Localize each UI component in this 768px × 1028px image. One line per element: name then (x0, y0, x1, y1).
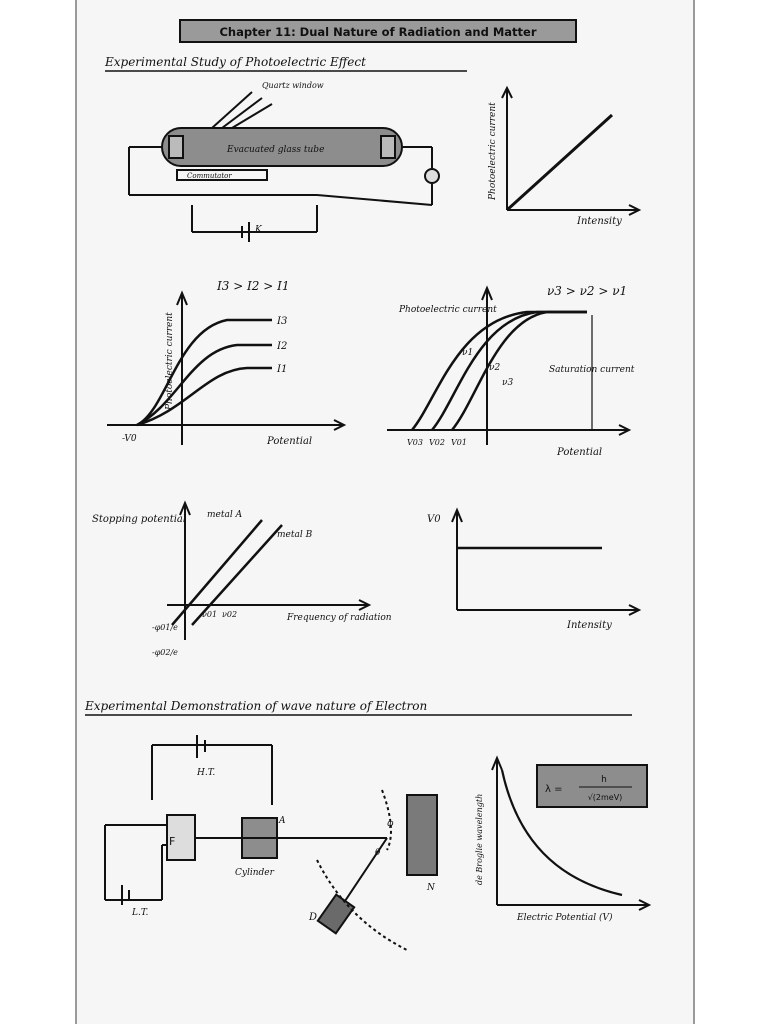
detector-label: D (308, 912, 317, 923)
graph3-tick-v03: V03 (407, 438, 423, 447)
graph-stopping-potential-vs-frequency (167, 500, 372, 640)
graph3-curve-nu1: ν1 (462, 348, 473, 358)
graph3-tick-v01: V01 (451, 438, 467, 447)
graph3-xlabel: Potential (556, 447, 602, 458)
graph2-curve-i2: I2 (276, 341, 287, 352)
battery-k-label: K (254, 225, 263, 235)
chapter-title: Chapter 11: Dual Nature of Radiation and… (219, 25, 536, 39)
battery-ht-label: H.T. (196, 768, 215, 778)
graph5-ylabel: V0 (427, 514, 441, 525)
cylinder-label: Cylinder (235, 868, 275, 878)
graph4-line-metal-b: metal B (277, 530, 313, 540)
graph-current-vs-intensity (501, 85, 642, 216)
graph1-ylabel: Photoelectric current (488, 102, 498, 201)
graph-current-vs-potential-frequency (387, 285, 632, 445)
photoelectric-apparatus (128, 91, 440, 242)
filament-label: F (169, 835, 175, 848)
chapter-title-box: Chapter 11: Dual Nature of Radiation and… (179, 19, 577, 43)
graph4-tick-nu01: ν01 (202, 610, 217, 619)
theta-label: θ (375, 848, 381, 858)
graph2-tick-v0: -V0 (122, 434, 137, 444)
graph1-xlabel: Intensity (576, 216, 622, 227)
graph2-ylabel: Photoelectric current (165, 312, 175, 411)
graph4-tick-nu02: ν02 (222, 610, 237, 619)
formula-lhs: λ = (545, 784, 562, 795)
graph-current-vs-potential-intensity (107, 290, 347, 445)
crystal-label: N (426, 883, 436, 893)
graph3-tick-v02: V02 (429, 438, 445, 447)
graph4-tick-phi01: -φ01/e (152, 623, 178, 632)
graph3-condition: ν3 > ν2 > ν1 (547, 284, 627, 298)
graph2-curve-i1: I1 (276, 364, 287, 375)
phi-label: φ (387, 819, 394, 829)
graph-wavelength-vs-potential (491, 755, 652, 911)
formula-box: λ = h √(2meV) (536, 764, 648, 808)
window-label: Quartz window (262, 81, 324, 90)
graph3-curve-nu3: ν3 (502, 378, 513, 388)
graph6-xlabel: Electric Potential (V) (516, 912, 613, 923)
notes-drawing: Chapter 11: Dual Nature of Radiation and… (84, 19, 652, 951)
graph2-curve-i3: I3 (276, 316, 287, 327)
graph4-xlabel: Frequency of radiation (286, 613, 392, 623)
graph-v0-vs-intensity (451, 507, 642, 616)
graph4-ylabel: Stopping potential (92, 514, 186, 525)
graph5-xlabel: Intensity (566, 620, 612, 631)
graph4-line-metal-a: metal A (207, 510, 243, 520)
graph3-curve-nu2: ν2 (489, 363, 500, 373)
anode-label: A (278, 816, 286, 826)
formula-denominator: √(2meV) (588, 793, 623, 802)
graph4-tick-phi02: -φ02/e (152, 648, 178, 657)
tube-label: Evacuated glass tube (226, 145, 324, 155)
notes-sheet: Chapter 11: Dual Nature of Radiation and… (75, 0, 695, 1024)
graph2-xlabel: Potential (266, 436, 312, 447)
graph3-ylabel: Photoelectric current (398, 305, 497, 315)
section-heading-photoelectric: Experimental Study of Photoelectric Effe… (104, 55, 366, 69)
formula-numerator: h (601, 775, 607, 785)
section-heading-wave-nature: Experimental Demonstration of wave natur… (84, 699, 427, 713)
battery-lt-label: L.T. (131, 908, 149, 918)
davisson-germer-apparatus (104, 735, 438, 951)
graph2-condition: I3 > I2 > I1 (216, 279, 290, 293)
graph6-ylabel: de Broglie wavelength (475, 794, 484, 885)
commutator-label: Commutator (187, 172, 232, 180)
graph3-annotation: Saturation current (549, 365, 635, 375)
